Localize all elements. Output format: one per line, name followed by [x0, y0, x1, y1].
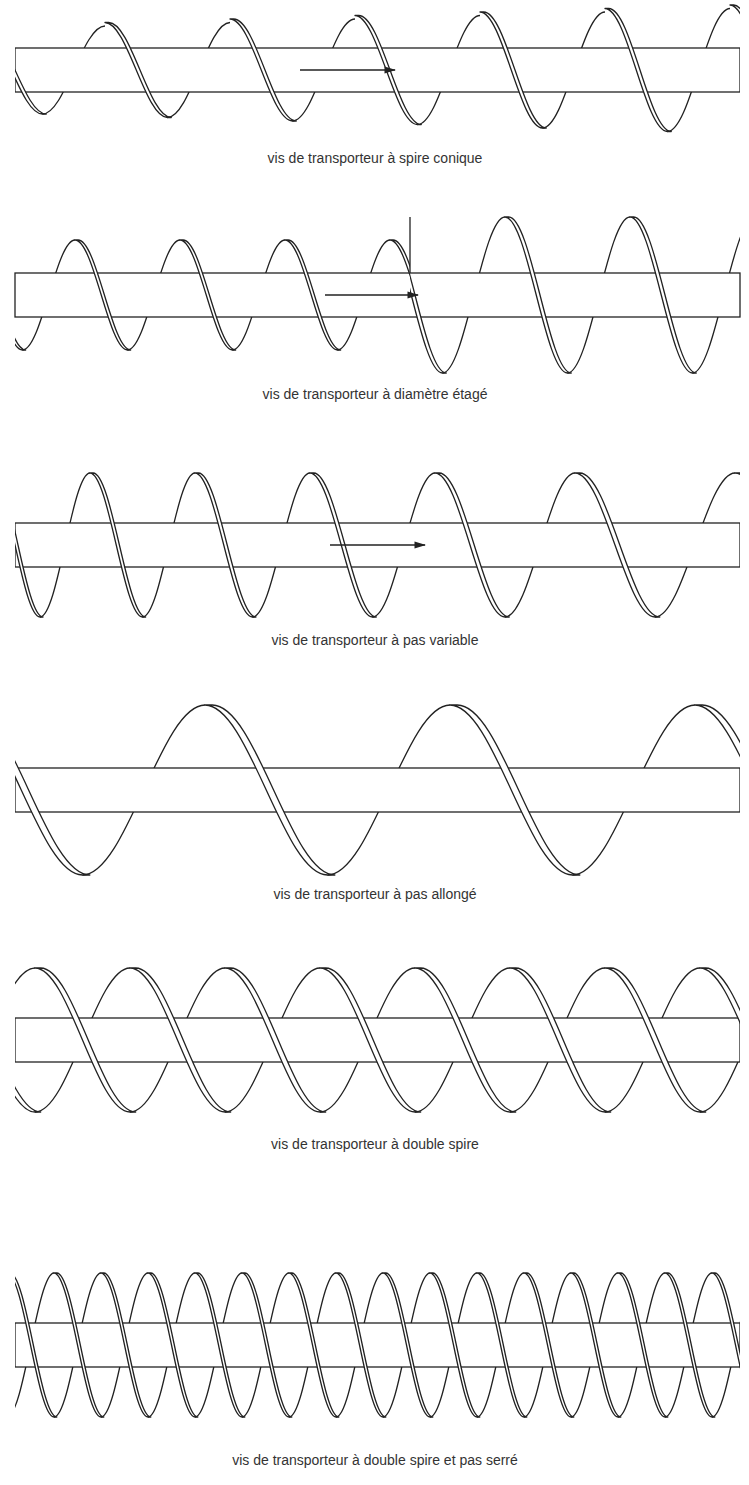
flow-arrow	[325, 294, 418, 295]
long-pitch-screw	[15, 705, 740, 875]
caption: vis de transporteur à spire conique	[265, 150, 486, 166]
variable-pitch-screw	[15, 473, 740, 617]
caption: vis de transporteur à double spire et pa…	[229, 1452, 521, 1468]
double-flight-screw	[15, 968, 740, 1112]
caption: vis de transporteur à pas variable	[269, 632, 482, 648]
double-flight-close-pitch-screw	[15, 1273, 740, 1417]
flow-arrow	[300, 69, 395, 70]
caption: vis de transporteur à pas allongé	[270, 886, 479, 902]
caption: vis de transporteur à double spire	[268, 1136, 482, 1152]
stepped-diameter-screw	[0, 217, 749, 373]
conical-flight-screw	[15, 5, 740, 135]
flow-arrow	[330, 544, 425, 545]
caption: vis de transporteur à diamètre étagé	[260, 386, 491, 402]
